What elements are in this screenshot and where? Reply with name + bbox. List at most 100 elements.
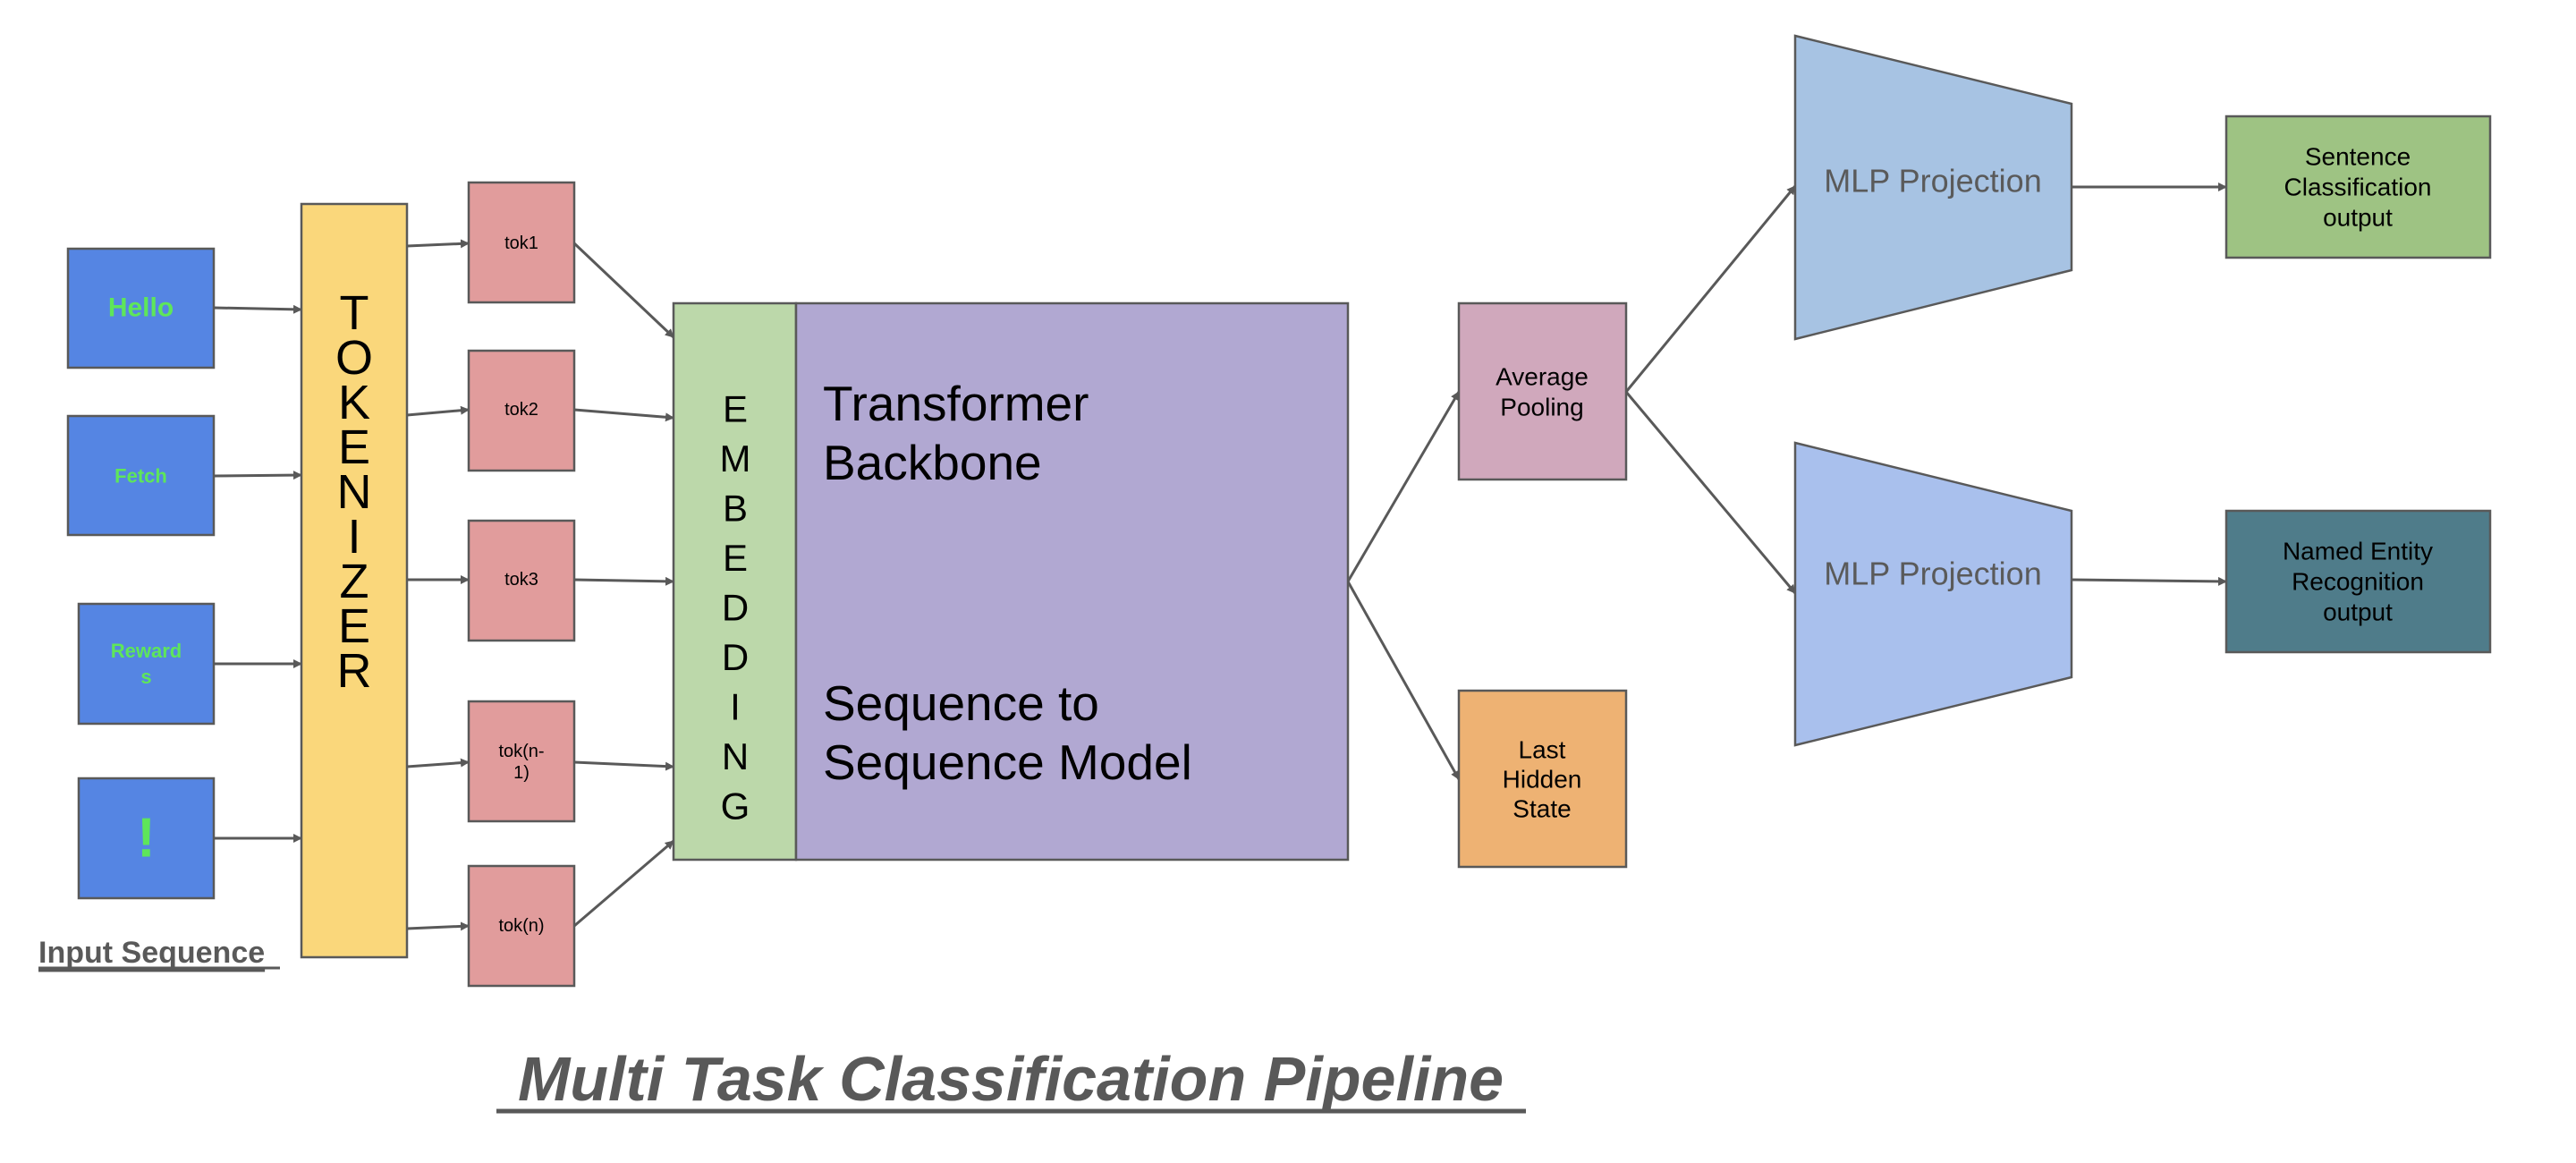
input-word-box [77,602,216,726]
ner-output-label-line: Recognition [2292,568,2424,596]
tokenizer-letter: I [347,510,360,564]
token-box [467,700,576,823]
transformer-backbone-box [794,301,1350,862]
ner-output-label-line: Named Entity [2283,538,2433,565]
tokenizer-letter: E [338,599,370,653]
input-to-tokenizer-arrow [213,471,302,480]
token-box [467,349,576,472]
last-hidden-state-label-line: State [1513,795,1571,823]
token-label-line: tok3 [504,570,538,590]
input-word-label-line: Hello [108,293,174,323]
mlp-projection-top-shape [1793,34,2073,341]
tokenizer-to-token-arrow [406,239,470,249]
tokenizer-letter: R [337,644,372,698]
token-label: tok(n) [498,916,544,936]
tokenizer-letter: N [337,465,372,519]
embedding-letter: G [721,785,750,828]
embedding-letter: N [722,735,749,777]
embedding-letter: E [723,537,748,579]
tokenizer-to-token-arrow [406,405,470,417]
embedding-letter: D [722,587,749,629]
mlp-projection-bottom-label: MLP Projection [1824,556,2041,592]
average-pooling-label-line: Average [1496,363,1589,391]
average-pooling-label-line: Pooling [1500,394,1583,421]
tokenizer-letter: E [338,420,370,474]
input-word-label: Reward s [111,640,182,688]
token-label-line: tok(n) [498,916,544,936]
last-hidden-state-label-line: Last [1519,736,1566,764]
embedding-letter: M [720,437,751,480]
token-label: tok2 [504,400,538,420]
token-label-line: tok1 [504,233,538,253]
token-label: tok1 [504,233,538,253]
input-word-label: ! [137,808,156,870]
embedding-letter: I [730,686,741,728]
token-label: tok(n- 1) [498,742,544,783]
token-box [467,519,576,642]
tokenizer-box [300,202,409,959]
sentence-classification-output-label-line: Classification [2284,174,2432,201]
edges [213,183,2227,931]
captions: HelloFetchRewards!TOKENIZERtok1tok2tok3t… [38,143,2433,1114]
nodes [66,34,2492,988]
backbone-title-line: Backbone [823,435,1042,490]
sentence-classification-output-box [2224,115,2492,259]
input-sequence-caption: Input Sequence [38,936,265,970]
last-hidden-state-label-line: Hidden [1503,766,1582,794]
backbone-title-line: Transformer [823,376,1089,431]
backbone-subtitle-line: Sequence Model [823,734,1192,790]
mlp-bottom-to-output-arrow [2071,576,2227,586]
token-box [467,864,576,988]
mlp-projection-top-label-line: MLP Projection [1824,163,2041,199]
tokenizer-letter: T [340,286,369,340]
token-to-embedding-arrow [573,408,674,422]
embedding-box [672,301,798,862]
token-box [467,181,576,304]
token-label-line: 1) [513,763,530,783]
input-word-label-line: Reward [111,640,182,662]
token-label: tok3 [504,570,538,590]
input-word-box [66,247,216,369]
input-word-label-line: ! [137,808,156,870]
mlp-projection-bottom-label-line: MLP Projection [1824,556,2041,592]
token-to-embedding-arrow [573,576,674,586]
pooling-to-mlp-bottom-arrow [1624,391,1797,594]
diagram-title: Multi Task Classification Pipeline [518,1044,1504,1114]
last-hidden-state-box [1457,689,1628,869]
token-to-embedding-arrow [572,242,675,339]
mlp-projection-bottom-shape [1793,441,2073,747]
input-word-label-line: Fetch [114,465,167,488]
token-label-line: tok(n- [498,742,544,761]
input-word-label-line: s [140,666,151,688]
tokenizer-letter: K [338,376,370,429]
input-word-box [77,777,216,900]
ner-output-box [2224,509,2492,654]
tokenizer-to-token-arrow [406,921,470,931]
embedding-letter: B [723,488,748,530]
backbone-to-pooling-arrow [1346,391,1461,582]
tokenizer-letter: O [335,331,373,385]
sentence-classification-output-label-line: Sentence [2305,143,2411,171]
backbone-to-hidden-arrow [1346,581,1461,780]
input-to-tokenizer-arrow [213,304,302,314]
tokenizer-to-token-arrow [406,758,470,768]
tokenizer-letter: Z [340,555,369,608]
input-word-box [66,414,216,537]
token-label-line: tok2 [504,400,538,420]
token-to-embedding-arrow [573,760,674,771]
mlp-projection-top-label: MLP Projection [1824,163,2041,199]
backbone-subtitle-line: Sequence to [823,675,1099,731]
embedding-letter: E [723,388,748,430]
sentence-classification-output-label-line: output [2323,204,2393,232]
input-word-label: Hello [108,293,174,323]
pooling-to-mlp-top-arrow [1624,185,1797,393]
